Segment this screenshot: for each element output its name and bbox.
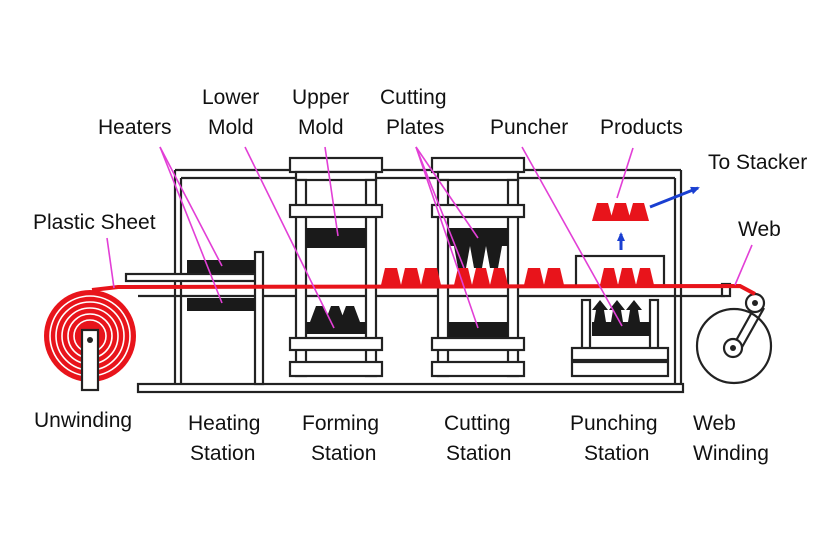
- label-unwinding: Unwinding: [34, 409, 132, 432]
- heating-station: [187, 250, 265, 386]
- punching-station: [570, 254, 670, 378]
- label-web-winding-line2: Winding: [693, 442, 769, 465]
- leader-lines: [106, 146, 753, 329]
- to-stacker-arrow: [649, 186, 700, 209]
- products: [592, 203, 649, 221]
- label-heaters: Heaters: [98, 116, 172, 139]
- label-cutting-plates-line1: Cutting: [380, 86, 447, 109]
- label-upper-mold-line2: Mold: [298, 116, 344, 139]
- labels: Heaters Lower Mold Upper Mold Cutting Pl…: [33, 86, 807, 465]
- label-web: Web: [738, 218, 781, 241]
- lower-mold: [306, 306, 366, 334]
- label-cutting-plates-line2: Plates: [386, 116, 444, 139]
- label-products: Products: [600, 116, 683, 139]
- label-punching-station-line2: Station: [584, 442, 649, 465]
- label-puncher: Puncher: [490, 116, 568, 139]
- label-to-stacker: To Stacker: [708, 151, 807, 174]
- label-forming-station-line2: Station: [311, 442, 376, 465]
- label-forming-station-line1: Forming: [302, 412, 379, 435]
- label-cutting-station-line2: Station: [446, 442, 511, 465]
- lower-cutting-plate: [448, 322, 508, 338]
- label-cutting-station-line1: Cutting: [444, 412, 511, 435]
- label-lower-mold-line1: Lower: [202, 86, 259, 109]
- web-winding-assembly: [695, 282, 773, 385]
- upper-cutting-plate: [448, 228, 508, 268]
- plastic-sheet: [91, 283, 756, 296]
- label-heating-station-line2: Station: [190, 442, 255, 465]
- upper-mold: [306, 228, 366, 248]
- label-lower-mold-line2: Mold: [208, 116, 254, 139]
- label-punching-station-line1: Punching: [570, 412, 658, 435]
- label-web-winding-line1: Web: [693, 412, 736, 435]
- label-upper-mold-line1: Upper: [292, 86, 349, 109]
- formed-cups: [381, 268, 654, 285]
- label-plastic-sheet: Plastic Sheet: [33, 211, 156, 234]
- label-heating-station-line1: Heating: [188, 412, 260, 435]
- lower-heater: [187, 298, 255, 311]
- flow-arrows: [617, 186, 700, 250]
- unwinding-roll: [44, 290, 136, 392]
- puncher-tool: [592, 300, 650, 336]
- upper-heater: [187, 260, 255, 273]
